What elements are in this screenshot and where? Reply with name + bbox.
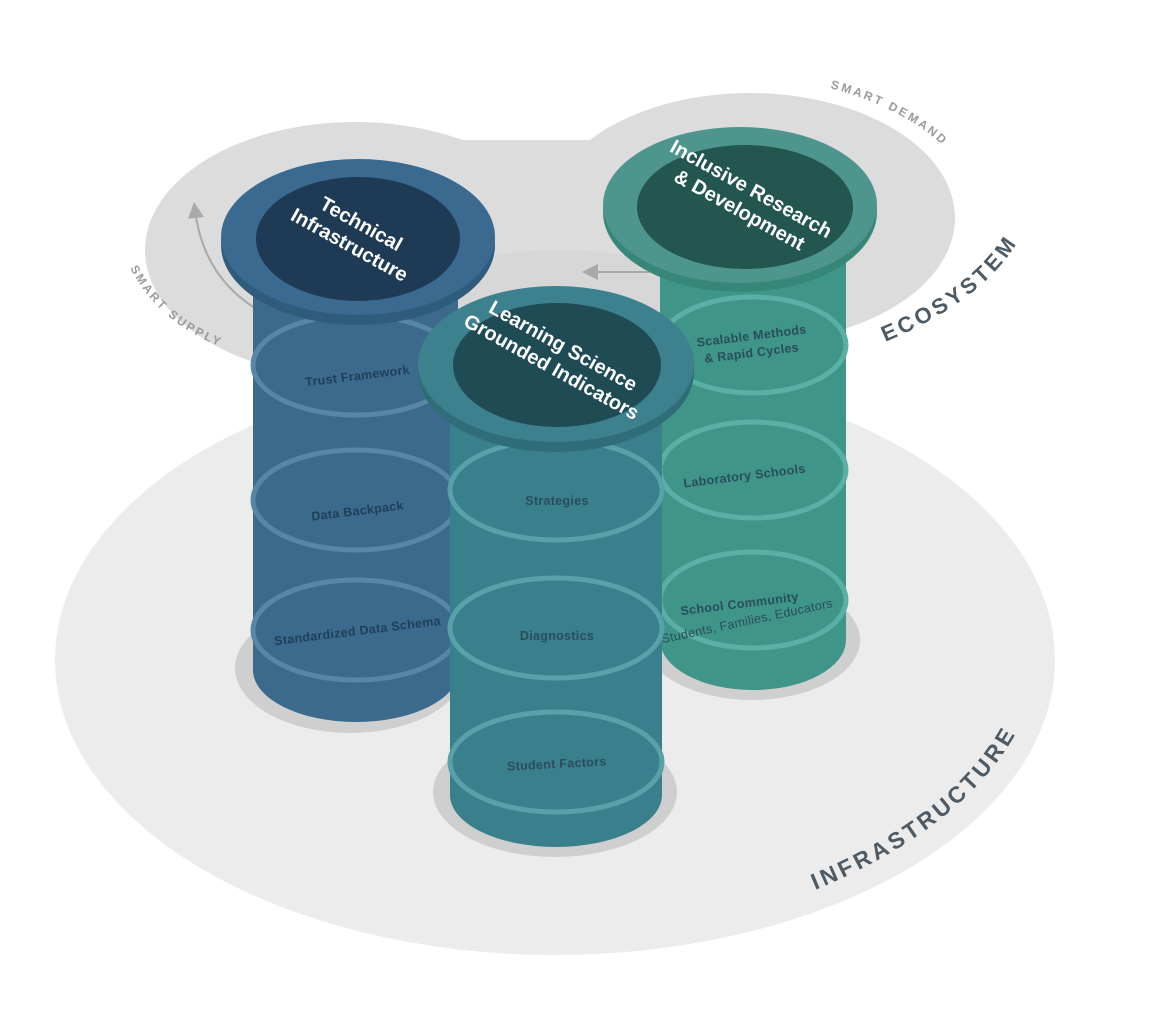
pillar-learning: Learning Science Grounded Indicators Str… <box>418 286 694 857</box>
learning-band-3: Student Factors <box>507 754 607 773</box>
pillar-technical: Technical Infrastructure Trust Framework… <box>221 159 495 733</box>
learning-band-1: Strategies <box>525 494 588 508</box>
learning-band-2: Diagnostics <box>520 629 594 643</box>
pillar-research: Inclusive Research & Development Scalabl… <box>603 127 877 700</box>
